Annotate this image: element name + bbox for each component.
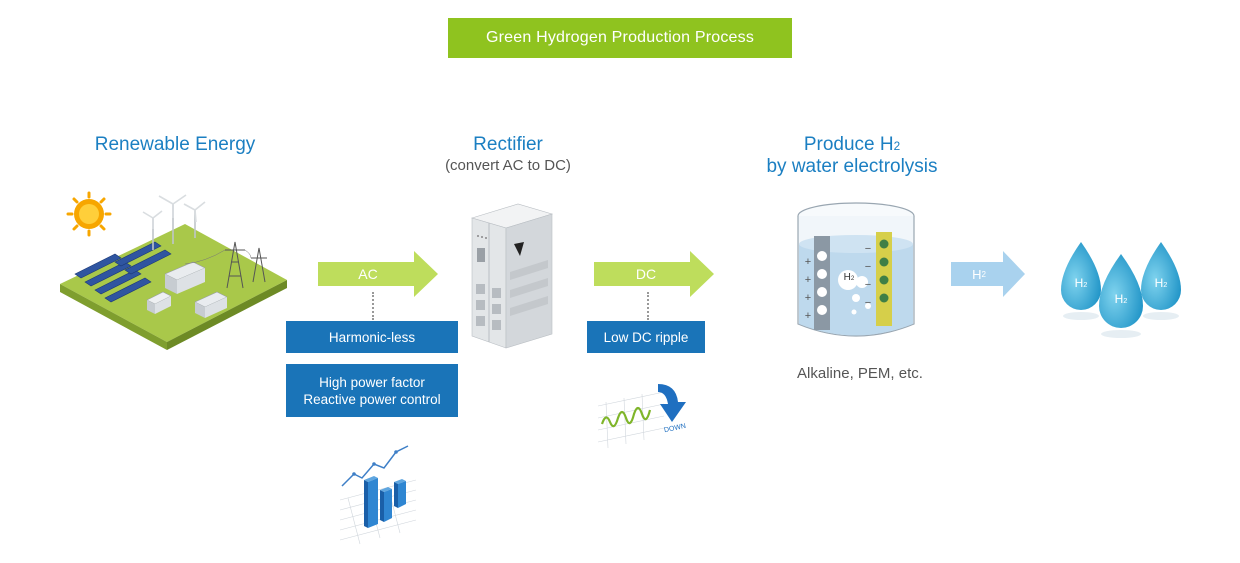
rectifier-cabinet-illustration	[470, 203, 554, 349]
electrolyzer-minus-signs: − − − −	[864, 243, 872, 309]
dc-arrow-label: DC	[635, 266, 657, 282]
power-factor-box: High power factor Reactive power control	[286, 364, 458, 417]
ac-arrow-label: AC	[358, 266, 378, 282]
renewable-heading: Renewable Energy	[94, 134, 256, 155]
dc-connector	[647, 292, 649, 320]
rectifier-heading: Rectifier	[473, 134, 543, 155]
electrolyzer-tank-illustration	[797, 202, 915, 337]
low-dc-ripple-box: Low DC ripple	[587, 321, 705, 353]
drop-h2-label-right: H2	[1154, 276, 1168, 290]
dc-arrow-shape	[594, 251, 714, 297]
ac-connector	[372, 292, 374, 320]
renewable-energy-illustration	[60, 191, 287, 350]
hydrogen-drops-illustration	[1061, 242, 1181, 338]
electrolysis-caption: Alkaline, PEM, etc.	[797, 365, 923, 382]
electrolysis-heading: Produce H2 by water electrolysis	[766, 134, 938, 177]
electrolyzer-h2-label: H2	[843, 272, 855, 283]
rectifier-subheading: (convert AC to DC)	[445, 157, 571, 174]
page-title: Green Hydrogen Production Process	[485, 29, 755, 46]
ripple-down-icon	[597, 384, 686, 449]
power-factor-chart-icon	[339, 445, 417, 545]
electrolyzer-plus-signs: + + + +	[804, 256, 812, 322]
ac-arrow-shape	[318, 251, 438, 297]
harmonic-less-box: Harmonic-less	[286, 321, 458, 353]
drop-h2-label-left: H2	[1074, 276, 1088, 290]
drop-h2-label-center: H2	[1114, 292, 1128, 306]
title-badge: Green Hydrogen Production Process	[448, 18, 792, 58]
h2-arrow-shape	[951, 251, 1025, 297]
